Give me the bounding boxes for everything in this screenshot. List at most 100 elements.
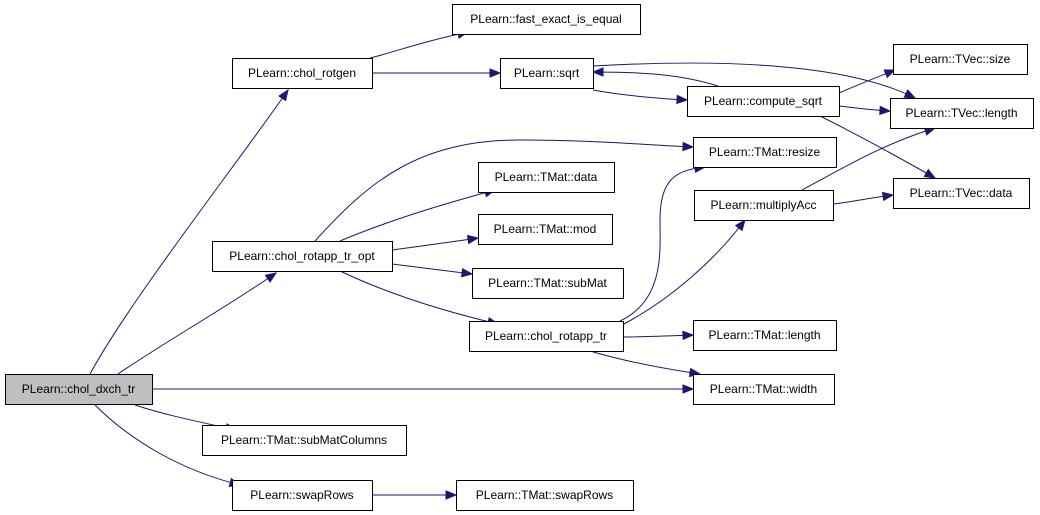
node-compute-sqrt[interactable]: PLearn::compute_sqrt — [687, 86, 840, 117]
edge-chol_rotapp_tr_opt-to-tmat_resize — [314, 139, 695, 242]
edge-line — [314, 139, 694, 242]
node-label: PLearn::swapRows — [250, 488, 353, 502]
node-label: PLearn::compute_sqrt — [704, 94, 823, 108]
node-box — [500, 58, 594, 89]
node-tvec-size[interactable]: PLearn::TVec::size — [893, 44, 1028, 75]
arrow-head — [489, 68, 502, 78]
edge-line — [592, 62, 916, 99]
node-box — [478, 162, 615, 193]
node-label: PLearn::chol_rotapp_tr_opt — [229, 249, 375, 263]
edge-chol_rotapp_tr_opt-to-tmat_subMat — [391, 263, 474, 278]
node-box — [472, 268, 624, 299]
node-tmat-resize[interactable]: PLearn::TMat::resize — [693, 137, 837, 168]
edge-line — [589, 350, 701, 375]
node-box — [890, 98, 1034, 129]
edge-compute_sqrt-to-tvec_data — [819, 115, 937, 179]
edge-line — [621, 219, 746, 326]
node-multiplyAcc[interactable]: PLearn::multiplyAcc — [694, 190, 834, 221]
edge-chol_dxch_tr-to-tmat_width — [152, 384, 695, 394]
edge-multiplyAcc-to-tvec_data — [832, 191, 895, 205]
arrow-head — [923, 168, 937, 179]
node-box — [693, 137, 837, 168]
edge-chol_rotapp_tr_opt-to-tmat_data — [339, 188, 497, 242]
node-label: PLearn::TMat::subMat — [488, 276, 607, 290]
node-box — [693, 374, 835, 405]
arrow-head — [682, 330, 695, 341]
node-label: PLearn::TMat::subMatColumns — [221, 433, 387, 447]
edge-line — [339, 270, 499, 325]
node-tvec-length[interactable]: PLearn::TVec::length — [890, 98, 1034, 129]
edge-line — [592, 71, 719, 87]
node-chol-rotapp-tr-opt[interactable]: PLearn::chol_rotapp_tr_opt — [212, 241, 393, 272]
node-label: PLearn::TMat::data — [495, 170, 598, 184]
node-label: PLearn::TMat::width — [710, 382, 817, 396]
edge-chol_rotapp_tr-to-tmat_resize — [619, 163, 707, 322]
edge-compute_sqrt-to-tvec_size — [838, 69, 897, 94]
node-tmat-subMatColumns[interactable]: PLearn::TMat::subMatColumns — [202, 425, 407, 456]
edge-line — [391, 237, 479, 251]
edge-chol_dxch_tr-to-chol_rotgen — [89, 88, 289, 375]
nodes: PLearn::chol_dxch_trPLearn::chol_rotgenP… — [5, 4, 1034, 511]
edge-line — [339, 189, 496, 242]
node-label: PLearn::chol_rotgen — [248, 66, 356, 80]
arrow-head — [903, 89, 917, 99]
node-box — [232, 480, 373, 511]
node-chol-dxch-tr[interactable]: PLearn::chol_dxch_tr — [5, 374, 153, 405]
node-swapRows[interactable]: PLearn::swapRows — [232, 480, 373, 511]
edge-sqrt-to-compute_sqrt — [592, 89, 689, 105]
edge-line — [592, 89, 688, 101]
arrow-head — [264, 272, 278, 283]
node-chol-rotgen[interactable]: PLearn::chol_rotgen — [232, 58, 373, 89]
edge-line — [619, 166, 706, 322]
node-label: PLearn::multiplyAcc — [710, 198, 816, 212]
arrow-head — [591, 67, 604, 77]
node-sqrt[interactable]: PLearn::sqrt — [500, 58, 594, 89]
arrow-head — [883, 69, 897, 79]
arrow-head — [682, 141, 695, 152]
edge-chol_rotapp_tr-to-tmat_length — [622, 330, 695, 341]
node-tmat-data[interactable]: PLearn::TMat::data — [478, 162, 615, 193]
node-fast-exact-is-equal[interactable]: PLearn::fast_exact_is_equal — [452, 4, 641, 35]
node-label: PLearn::chol_dxch_tr — [22, 382, 135, 396]
arrow-head — [445, 490, 458, 500]
node-box — [202, 425, 407, 456]
edge-chol_rotapp_tr-to-tmat_width — [589, 350, 702, 378]
edge-line — [89, 89, 289, 375]
node-tmat-width[interactable]: PLearn::TMat::width — [693, 374, 835, 405]
edge-line — [801, 127, 936, 191]
node-label: PLearn::chol_rotapp_tr — [485, 329, 607, 343]
node-tmat-subMat[interactable]: PLearn::TMat::subMat — [472, 268, 624, 299]
node-label: PLearn::TMat::resize — [709, 145, 821, 159]
node-tvec-data[interactable]: PLearn::TVec::data — [893, 178, 1030, 209]
node-box — [456, 480, 634, 511]
edge-line — [117, 272, 277, 375]
node-box — [5, 374, 153, 405]
node-tmat-length[interactable]: PLearn::TMat::length — [693, 320, 837, 351]
edge-line — [391, 263, 473, 275]
arrow-head — [460, 267, 474, 278]
node-label: PLearn::TMat::mod — [494, 222, 597, 236]
arrow-head — [682, 384, 695, 394]
arrow-head — [734, 218, 746, 232]
node-box — [694, 190, 834, 221]
arrow-head — [676, 94, 689, 105]
node-box — [452, 4, 641, 35]
arrow-head — [879, 105, 892, 116]
node-box — [693, 320, 837, 351]
node-label: PLearn::TVec::size — [910, 52, 1011, 66]
node-tmat-mod[interactable]: PLearn::TMat::mod — [478, 214, 613, 245]
edge-chol_rotapp_tr-to-multiplyAcc — [621, 218, 746, 326]
node-label: PLearn::sqrt — [514, 66, 580, 80]
arrow-head — [466, 234, 480, 245]
node-box — [893, 178, 1030, 209]
edge-chol_rotgen-to-sqrt — [372, 68, 502, 78]
node-chol-rotapp-tr[interactable]: PLearn::chol_rotapp_tr — [469, 321, 624, 352]
edge-swapRows-to-tmat_swapRows — [372, 490, 458, 500]
edge-compute_sqrt-to-sqrt — [591, 67, 719, 87]
edge-chol_dxch_tr-to-chol_rotapp_tr_opt — [117, 272, 278, 375]
node-box — [212, 241, 393, 272]
node-tmat-swapRows[interactable]: PLearn::TMat::swapRows — [456, 480, 634, 511]
edge-chol_rotapp_tr_opt-to-tmat_mod — [391, 234, 480, 251]
arrow-head — [881, 191, 895, 202]
